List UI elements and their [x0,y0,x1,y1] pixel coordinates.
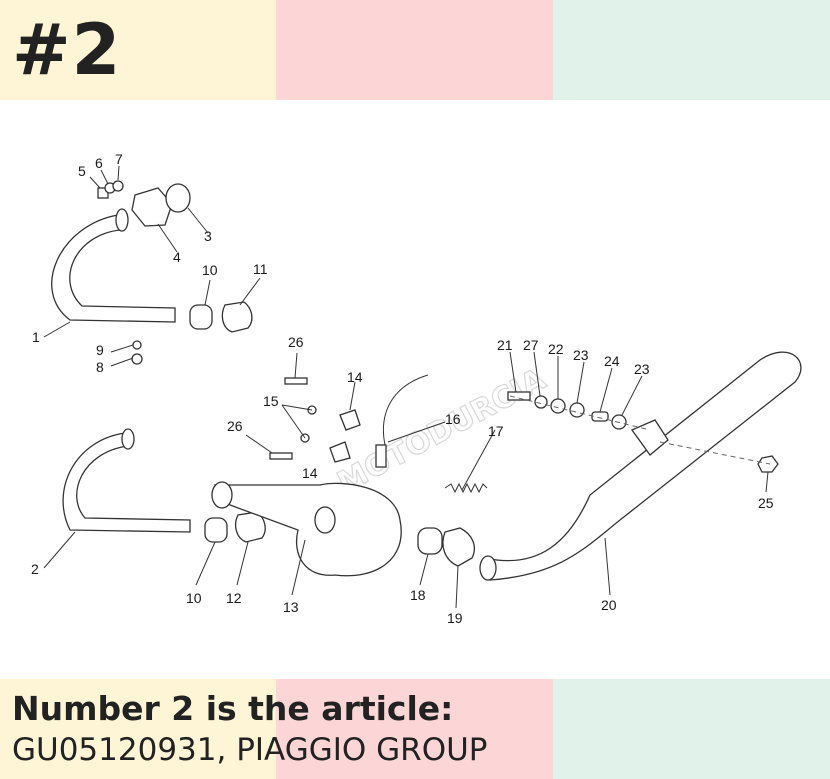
caption-title: Number 2 is the article: [12,689,454,728]
collector-13 [211,481,402,577]
callout-7: 7 [115,151,123,167]
band-pink-bottom [276,679,553,779]
sensor-16-cable [383,374,429,446]
callout-3: 3 [204,228,212,244]
band-mint [553,0,830,100]
callout-2: 2 [31,561,39,577]
top-color-band [0,0,830,100]
exhaust-parts-diagram: MOTODURCIA [31,151,802,626]
callout-numbers: 1 2 3 4 5 6 7 8 9 10 10 11 12 13 14 14 1… [31,151,774,626]
screw-26-bottom [269,452,293,460]
bottom-color-band [0,679,830,779]
callout-16: 16 [445,411,461,427]
callout-26-bottom: 26 [227,418,243,434]
callout-22: 22 [548,341,564,357]
washer-7 [112,180,124,192]
callout-12: 12 [226,590,242,606]
screw-26-top [284,377,308,385]
callout-13: 13 [283,599,299,615]
header-pipe-1 [51,208,176,323]
bush-23a [569,402,585,418]
callout-14-top: 14 [347,369,363,385]
callout-21: 21 [497,337,513,353]
washer-9 [132,340,142,350]
callout-9: 9 [96,342,104,358]
callout-8: 8 [96,359,104,375]
callout-15: 15 [263,393,279,409]
spacer-24 [591,411,609,422]
callout-23b: 23 [634,361,650,377]
callout-23a: 23 [573,347,589,363]
band-pink [276,0,553,100]
bolt-21 [507,391,531,401]
callout-25: 25 [758,495,774,511]
bracket-14-bottom [329,441,351,463]
callout-26-top: 26 [288,334,304,350]
sleeve-10-top [189,304,213,330]
callout-18: 18 [410,587,426,603]
mount-axis [509,395,771,465]
watermark: MOTODURCIA [332,362,552,501]
callout-14-bottom: 14 [302,465,318,481]
header-pipe-2 [62,428,191,533]
sleeve-10-bottom [204,517,228,543]
article-reference: GU05120931, PIAGGIO GROUP [12,732,488,768]
callout-4: 4 [173,249,181,265]
callout-1: 1 [32,329,40,345]
callout-20: 20 [601,597,617,613]
band-mint-bottom [553,679,830,779]
callout-27: 27 [523,337,539,353]
flange-4 [131,187,173,227]
muffler-20 [479,351,802,581]
leader-lines [43,165,769,609]
sleeve-18 [417,527,443,555]
callout-19: 19 [447,610,463,626]
washer-27 [534,395,548,409]
callout-10-top: 10 [202,262,218,278]
lambda-sensor-16 [375,444,387,468]
item-number-badge: #2 [12,9,122,91]
nut-8 [131,353,143,365]
spring-17 [444,482,488,494]
callout-17: 17 [488,423,504,439]
callout-10-bottom: 10 [186,590,202,606]
band-yellow-bottom [0,679,276,779]
callout-6: 6 [95,155,103,171]
bush-22 [550,398,566,414]
gasket-3 [165,183,191,213]
band-yellow [0,0,276,100]
bracket-14-top [339,409,361,431]
clamp-11 [221,301,253,333]
clamp-19 [442,527,475,567]
callout-5: 5 [78,163,86,179]
callout-24: 24 [604,353,620,369]
callout-11: 11 [253,261,268,277]
